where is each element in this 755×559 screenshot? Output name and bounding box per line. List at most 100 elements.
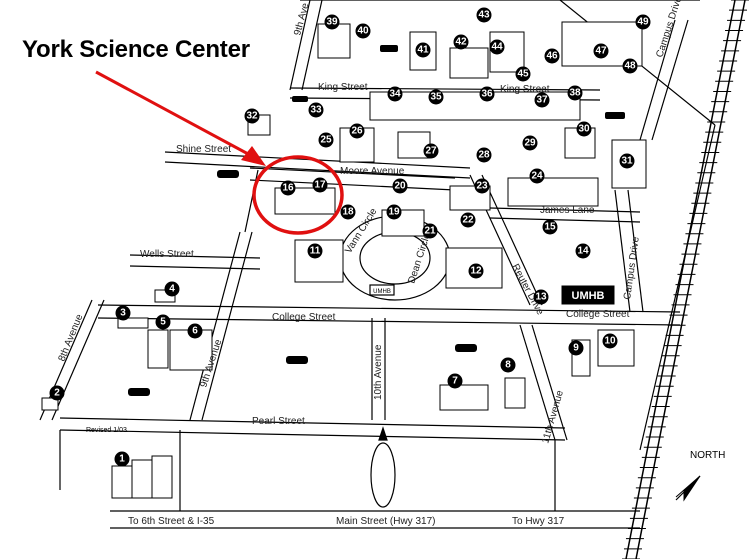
marker-31: 31 xyxy=(619,153,635,169)
svg-text:23: 23 xyxy=(476,181,488,192)
marker-6: 6 xyxy=(187,323,203,339)
svg-text:1: 1 xyxy=(119,454,125,465)
svg-text:46: 46 xyxy=(546,51,558,62)
marker-47: 47 xyxy=(593,43,609,59)
marker-8: 8 xyxy=(500,357,516,373)
svg-text:49: 49 xyxy=(637,17,649,28)
marker-39: 39 xyxy=(324,14,340,30)
svg-text:43: 43 xyxy=(478,10,490,21)
street-label-king-street-east: King Street xyxy=(500,84,550,95)
marker-21: 21 xyxy=(422,223,438,239)
svg-text:11: 11 xyxy=(310,246,321,257)
marker-42: 42 xyxy=(453,34,469,50)
marker-36: 36 xyxy=(479,86,495,102)
svg-text:30: 30 xyxy=(578,124,590,135)
svg-text:14: 14 xyxy=(577,246,589,257)
marker-15: 15 xyxy=(542,219,558,235)
railroad-track xyxy=(622,0,749,559)
svg-text:32: 32 xyxy=(246,111,258,122)
monument xyxy=(370,426,396,508)
street-label-king-street-west: King Street xyxy=(318,82,368,93)
marker-1: 1 xyxy=(114,451,130,467)
marker-45: 45 xyxy=(515,66,531,82)
parking-icons xyxy=(128,45,625,396)
svg-text:3: 3 xyxy=(120,308,126,319)
svg-text:31: 31 xyxy=(621,156,633,167)
marker-27: 27 xyxy=(423,143,439,159)
svg-text:34: 34 xyxy=(389,89,401,100)
svg-text:8: 8 xyxy=(505,360,511,371)
umhb-sign: UMHB xyxy=(572,290,605,302)
marker-48: 48 xyxy=(622,58,638,74)
street-label-college-street-east: College Street xyxy=(566,309,630,320)
north-arrow: NORTH xyxy=(675,450,725,502)
street-label-main-street: Main Street (Hwy 317) xyxy=(336,516,435,527)
marker-34: 34 xyxy=(387,86,403,102)
circle-sign: UMHB xyxy=(373,289,391,295)
street-label-eleventh-avenue: 11th Avenue xyxy=(540,389,566,445)
svg-text:45: 45 xyxy=(517,69,529,80)
svg-text:12: 12 xyxy=(470,266,482,277)
svg-text:47: 47 xyxy=(595,46,607,57)
marker-37: 37 xyxy=(534,92,550,108)
marker-28: 28 xyxy=(476,147,492,163)
svg-text:2: 2 xyxy=(54,388,60,399)
street-label-james-lane: James Lane xyxy=(540,205,595,216)
marker-3: 3 xyxy=(115,305,131,321)
street-label-wells-street: Wells Street xyxy=(140,249,194,260)
svg-text:26: 26 xyxy=(351,126,363,137)
street-label-shine-street: Shine Street xyxy=(176,144,231,155)
street-label-campus-drive-upper: Campus Drive xyxy=(654,0,684,59)
north-label: NORTH xyxy=(690,450,725,461)
callout-highlight xyxy=(95,70,344,235)
svg-text:4: 4 xyxy=(169,284,175,295)
svg-text:16: 16 xyxy=(282,183,294,194)
svg-text:38: 38 xyxy=(569,88,581,99)
marker-19: 19 xyxy=(386,204,402,220)
svg-text:29: 29 xyxy=(524,138,536,149)
york-science-center-callout: York Science Center xyxy=(22,36,250,63)
svg-text:42: 42 xyxy=(455,37,467,48)
marker-32: 32 xyxy=(244,108,260,124)
svg-text:9: 9 xyxy=(573,343,579,354)
marker-44: 44 xyxy=(489,39,505,55)
svg-text:36: 36 xyxy=(481,89,493,100)
street-label-pearl-street: Pearl Street xyxy=(252,416,305,427)
marker-25: 25 xyxy=(318,132,334,148)
marker-30: 30 xyxy=(576,121,592,137)
svg-text:6: 6 xyxy=(192,326,198,337)
svg-text:24: 24 xyxy=(531,171,543,182)
svg-text:15: 15 xyxy=(544,222,556,233)
street-label-tenth-avenue: 10th Avenue xyxy=(373,344,384,400)
revised-note: Revised 1/03 xyxy=(86,427,127,434)
svg-text:20: 20 xyxy=(394,181,406,192)
street-label-to-6th: To 6th Street & I-35 xyxy=(128,516,215,527)
marker-5: 5 xyxy=(155,314,171,330)
marker-24: 24 xyxy=(529,168,545,184)
street-label-eighth-avenue: 8th Avenue xyxy=(57,312,86,363)
svg-text:25: 25 xyxy=(320,135,332,146)
street-label-to-hwy: To Hwy 317 xyxy=(512,516,565,527)
marker-10: 10 xyxy=(602,333,618,349)
svg-text:27: 27 xyxy=(425,146,437,157)
marker-35: 35 xyxy=(428,89,444,105)
svg-text:35: 35 xyxy=(430,92,442,103)
marker-18: 18 xyxy=(340,204,356,220)
marker-26: 26 xyxy=(349,123,365,139)
svg-text:5: 5 xyxy=(160,317,166,328)
marker-9: 9 xyxy=(568,340,584,356)
svg-text:44: 44 xyxy=(491,42,503,53)
marker-33: 33 xyxy=(308,102,324,118)
marker-20: 20 xyxy=(392,178,408,194)
svg-text:37: 37 xyxy=(536,95,548,106)
road-network xyxy=(39,0,716,529)
marker-7: 7 xyxy=(447,373,463,389)
svg-text:48: 48 xyxy=(624,61,636,72)
marker-23: 23 xyxy=(474,178,490,194)
marker-11: 11 xyxy=(307,243,323,259)
marker-41: 41 xyxy=(415,42,431,58)
svg-text:13: 13 xyxy=(535,292,547,303)
marker-38: 38 xyxy=(567,85,583,101)
svg-text:7: 7 xyxy=(452,376,458,387)
